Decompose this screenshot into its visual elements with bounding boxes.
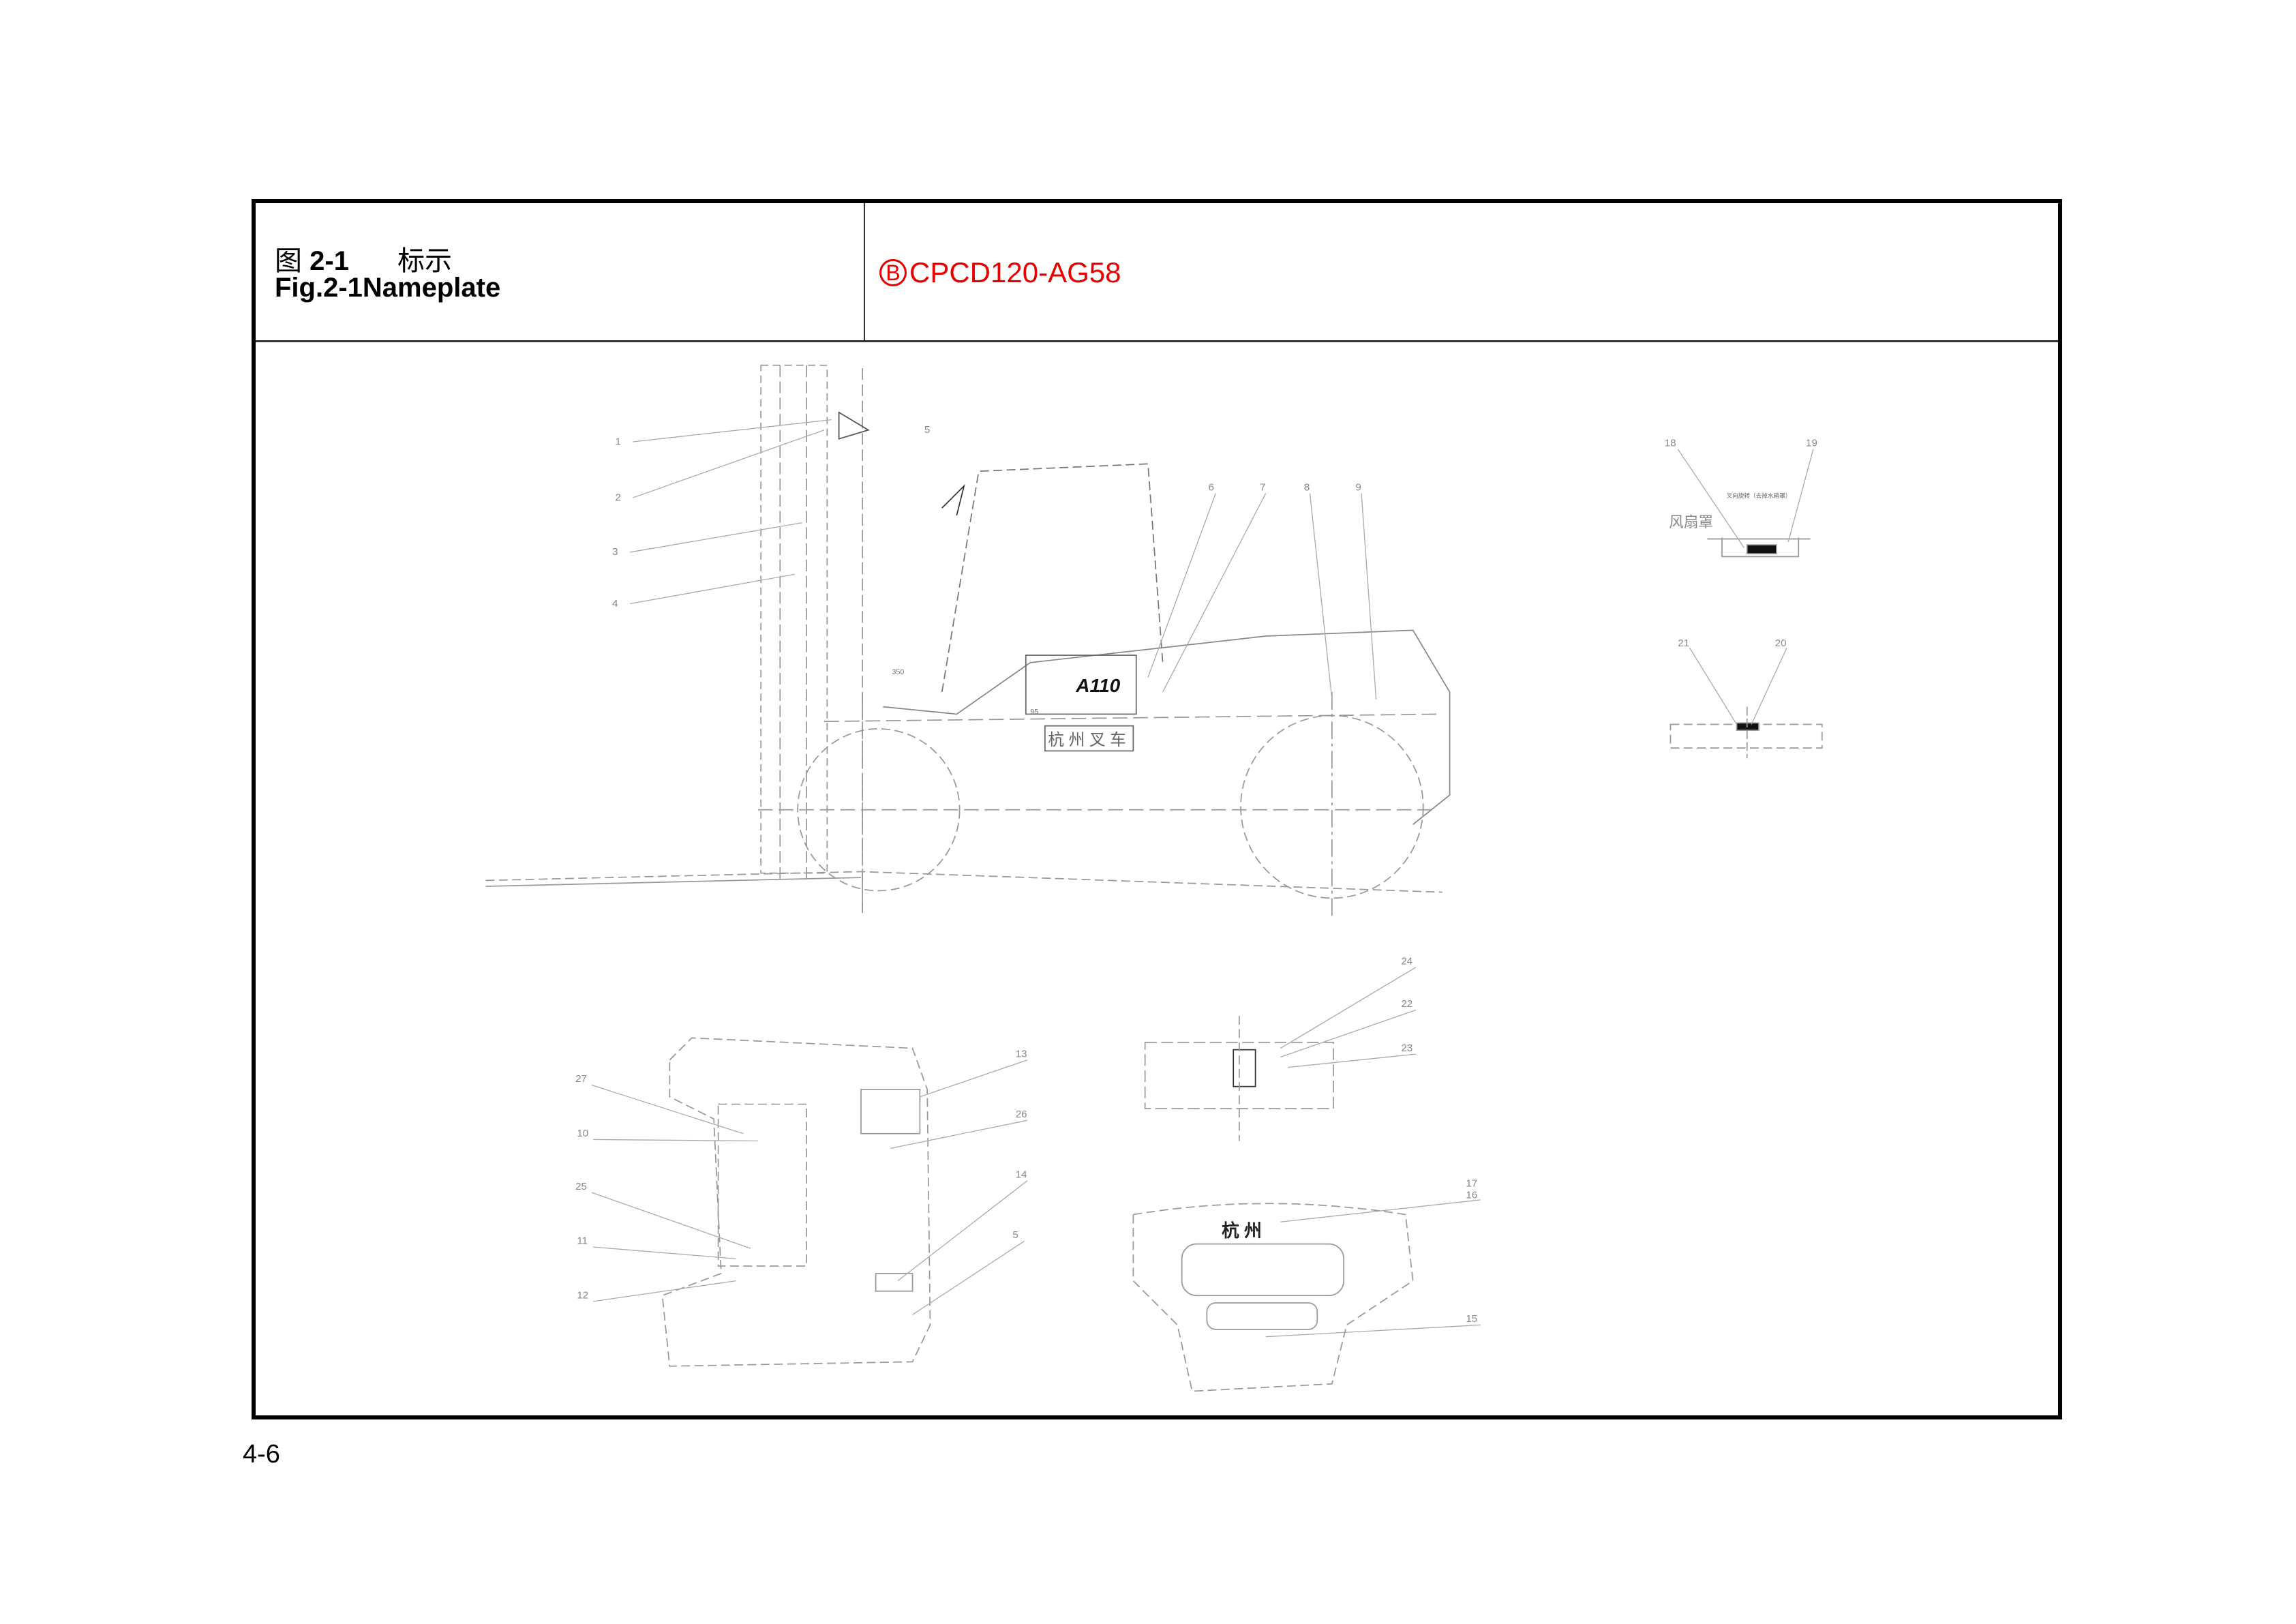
callout-8: 8 — [1304, 481, 1310, 493]
callout-22: 22 — [1401, 998, 1413, 1010]
callout-23: 23 — [1401, 1042, 1413, 1054]
callout-12: 12 — [577, 1290, 588, 1302]
fan-cover-label: 风扇罩 — [1669, 513, 1713, 530]
figure-title-cn: 图 2-1 标示 — [275, 239, 452, 278]
figure-title-en: Fig.2-1Nameplate — [275, 273, 501, 303]
callout-1: 1 — [615, 436, 620, 447]
fan-cover-view — [1670, 537, 1823, 759]
callout-14: 14 — [1016, 1169, 1027, 1181]
callout-17: 17 — [1466, 1177, 1477, 1189]
callout-13: 13 — [1016, 1048, 1027, 1059]
callout-labels: 1 2 3 4 5 6 7 8 9 18 19 21 20 24 22 23 1… — [575, 424, 1817, 1325]
model-name: CPCD120-AG58 — [909, 256, 1121, 288]
callout-15: 15 — [1466, 1313, 1477, 1325]
callout-20: 20 — [1775, 637, 1787, 649]
callout-10: 10 — [577, 1128, 588, 1139]
figure-prefix: 图 — [275, 246, 302, 276]
forklift-top-view — [661, 1037, 931, 1367]
rear-brand: 杭 州 — [1222, 1220, 1262, 1241]
figure-frame: 图 2-1 标示 Fig.2-1Nameplate B CPCD120-AG58 — [252, 199, 2062, 1419]
counterweight-view — [1132, 1016, 1414, 1392]
brand-emblem: A110 — [1075, 675, 1120, 696]
callout-25: 25 — [575, 1181, 587, 1192]
callout-3: 3 — [612, 546, 618, 558]
dim-350: 350 — [892, 668, 904, 676]
dim-95: 95 — [1030, 708, 1038, 716]
callout-16: 16 — [1466, 1190, 1477, 1201]
callout-9: 9 — [1355, 481, 1361, 493]
callout-11: 11 — [577, 1235, 588, 1247]
rotate-note: 叉向旋转（去掉水箱罩） — [1726, 492, 1791, 499]
figure-number: 2-1 — [309, 246, 349, 276]
callout-19: 19 — [1806, 437, 1817, 449]
brand-plate: 杭 州 叉 车 — [1048, 731, 1126, 749]
model-label: B CPCD120-AG58 — [879, 256, 1121, 289]
callout-6: 6 — [1209, 481, 1214, 493]
callout-4: 4 — [612, 598, 618, 610]
callout-24: 24 — [1401, 955, 1413, 967]
page-number: 4-6 — [243, 1440, 280, 1469]
callout-18: 18 — [1665, 437, 1676, 449]
callout-5: 5 — [924, 424, 930, 436]
forklift-side-view — [485, 364, 1451, 920]
circled-b-icon: B — [879, 259, 907, 286]
callout-26: 26 — [1016, 1109, 1027, 1120]
callout-5b: 5 — [1012, 1229, 1018, 1241]
header-column-divider — [864, 203, 865, 340]
callout-27: 27 — [575, 1073, 587, 1085]
figure-cn-title: 标示 — [397, 246, 453, 276]
header-divider — [256, 340, 2058, 342]
callout-21: 21 — [1678, 637, 1689, 649]
leader-lines — [591, 419, 1814, 1338]
callout-7: 7 — [1260, 481, 1265, 493]
callout-2: 2 — [615, 492, 620, 503]
